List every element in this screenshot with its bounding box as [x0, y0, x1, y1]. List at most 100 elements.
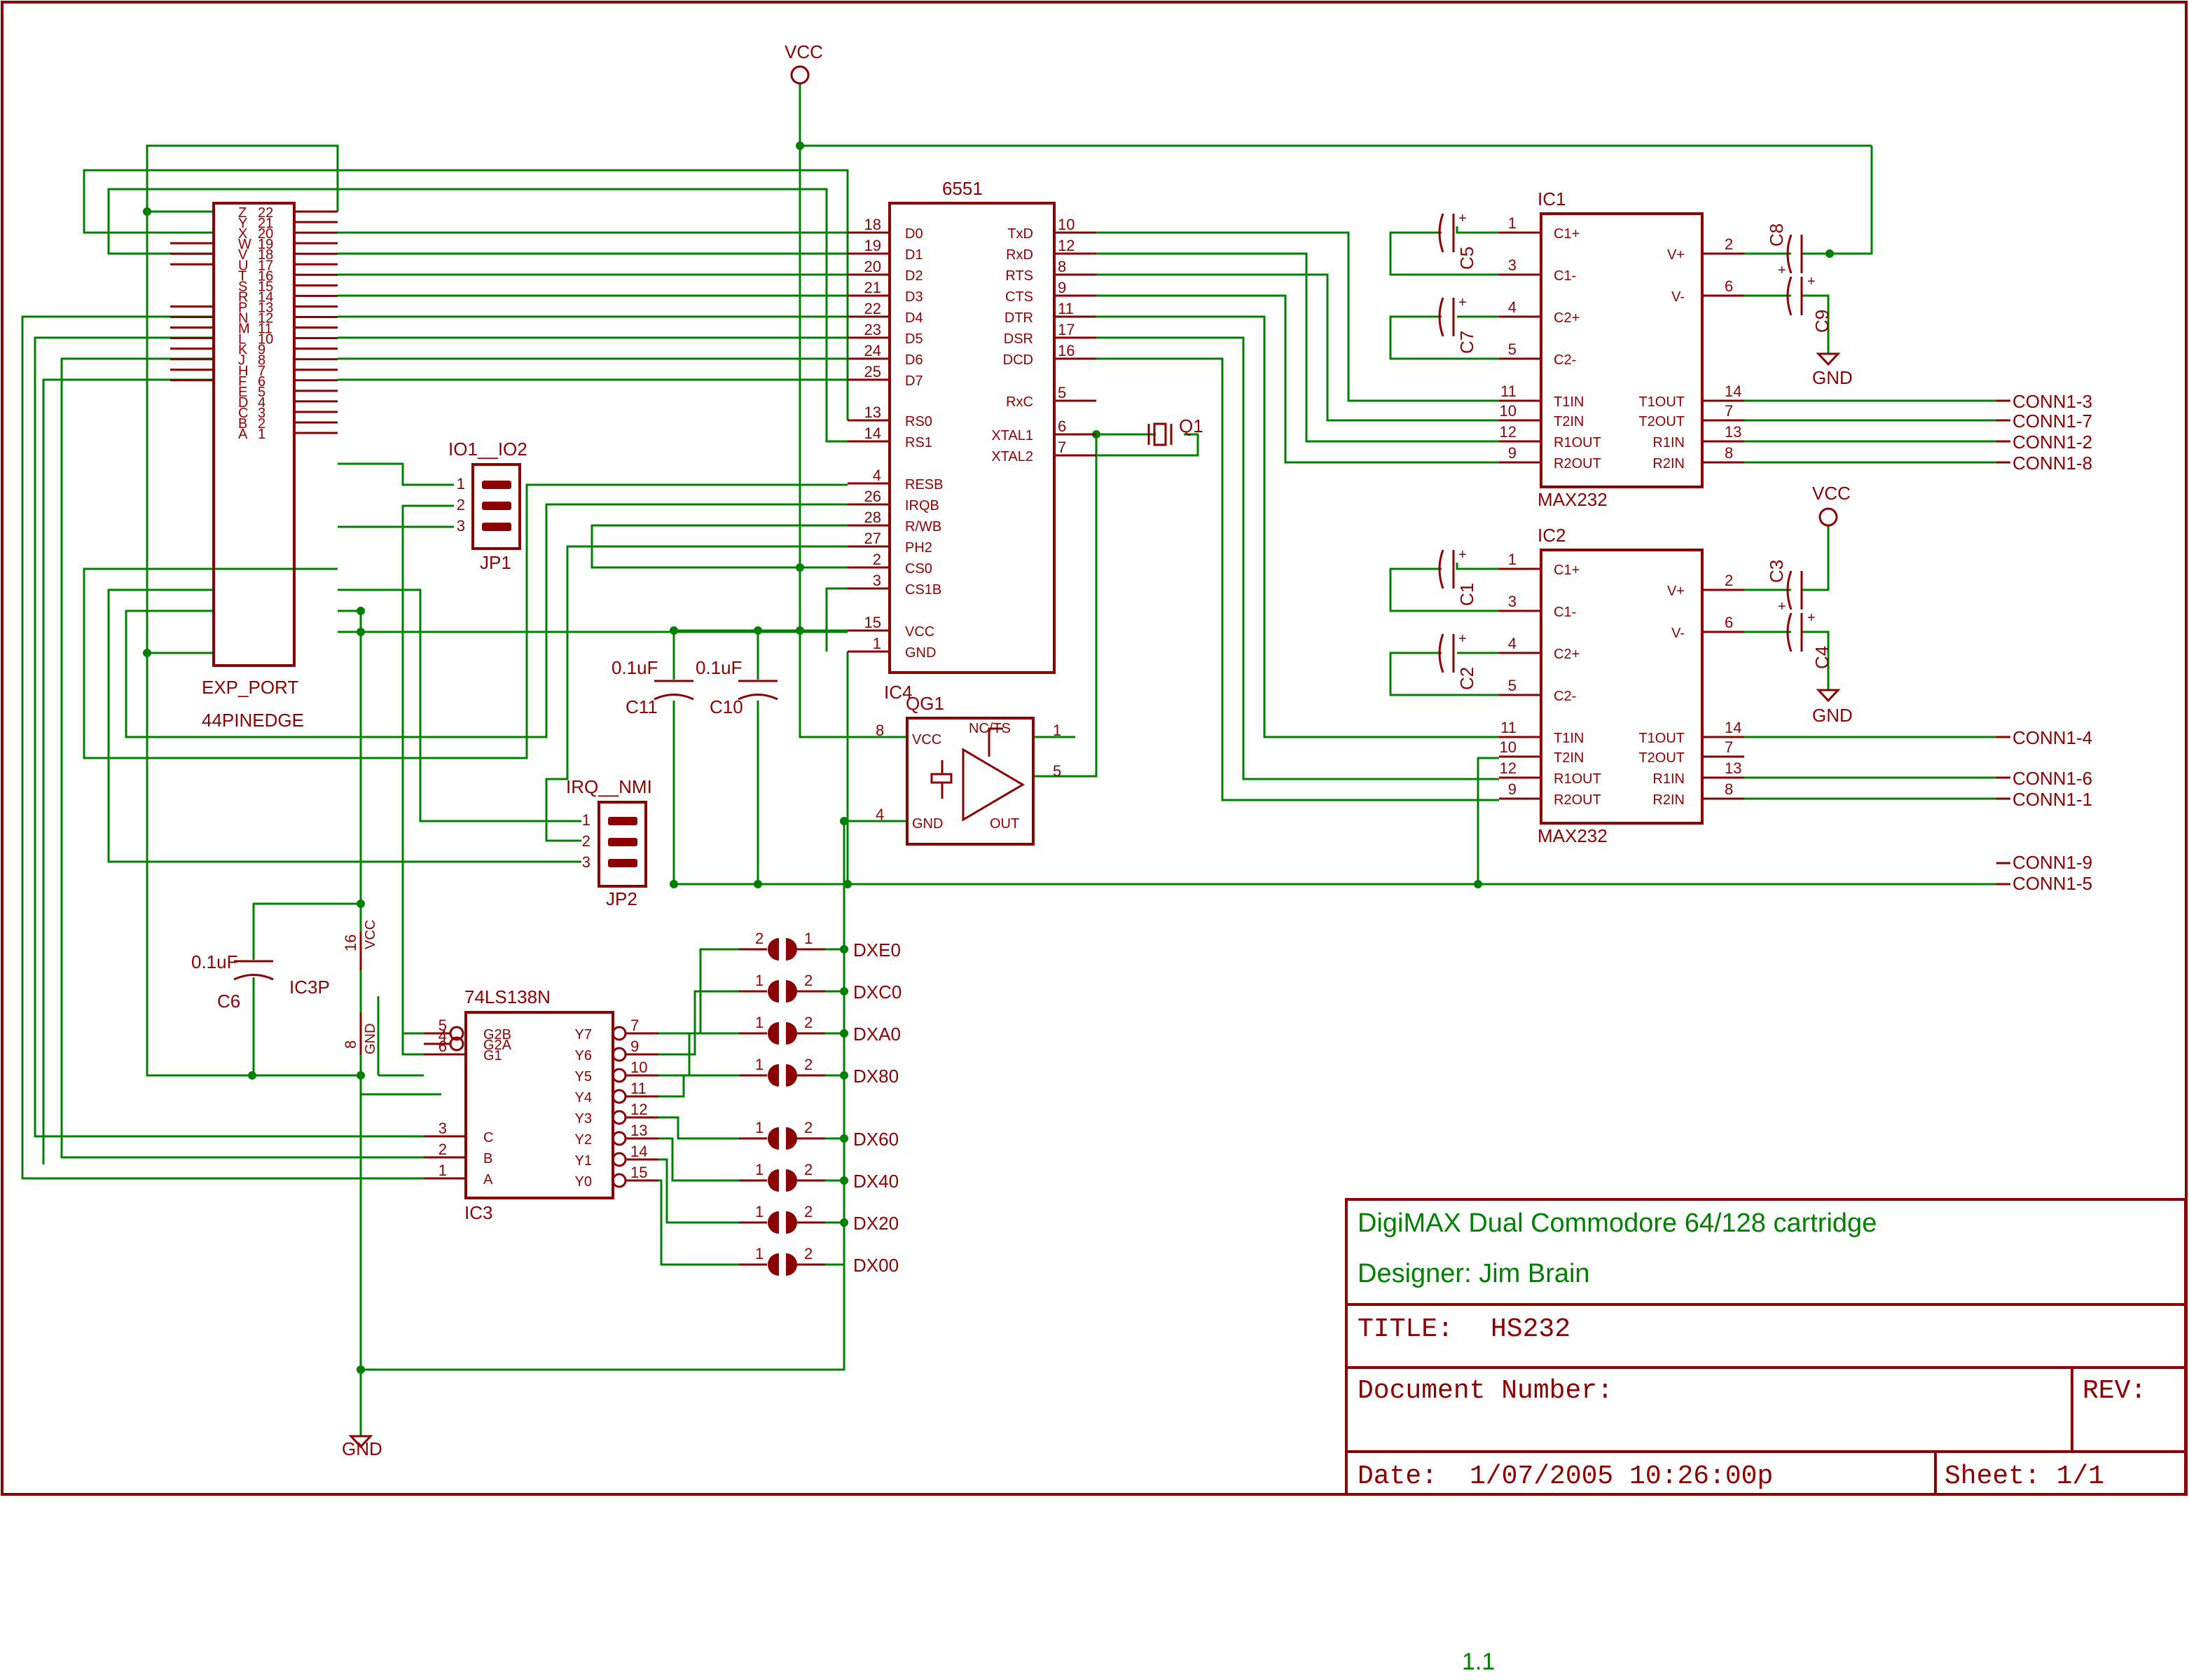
jp1-pin-number: 2	[457, 496, 465, 514]
exp-pin-number: 15	[258, 279, 273, 294]
junction-dot	[840, 987, 848, 996]
tb-designer: Designer: Jim Brain	[1358, 1259, 1590, 1288]
acia-pin-number: 7	[1058, 439, 1066, 456]
exp-pin-letter: N	[238, 311, 248, 326]
acia-pin-name: RxD	[1006, 247, 1033, 263]
tb-title-value: HS232	[1491, 1314, 1570, 1344]
title-block	[1345, 1198, 2187, 1496]
tb-doc-label: Document Number:	[1358, 1376, 1613, 1406]
gnd-symbol	[1816, 689, 1841, 703]
vplus-wire	[1802, 146, 1873, 255]
junction-dot	[1474, 880, 1482, 888]
osc-internal	[941, 727, 1003, 799]
solder-jumper-half	[768, 1211, 779, 1234]
decoder-pin-number: 3	[439, 1120, 447, 1137]
cap-name: C4	[1811, 646, 1832, 669]
decoder-pin-number: 13	[630, 1122, 647, 1139]
solder-jumper-half	[786, 938, 797, 961]
jp2-pin-number: 1	[582, 811, 591, 829]
decoder-pin-number: 15	[630, 1164, 647, 1181]
acia-pin-name: DTR	[1004, 310, 1033, 326]
exp-pin-number: 9	[258, 343, 265, 358]
jp1-pin	[482, 502, 511, 510]
decoder-pin-name: Y3	[575, 1111, 592, 1127]
decoder-inversion-bubble	[612, 1047, 627, 1062]
junction-dot	[357, 1071, 365, 1080]
max232-pin-number: 1	[1508, 214, 1517, 232]
exp-pin-number: 3	[258, 406, 265, 421]
solder-jumper-half	[786, 1253, 797, 1276]
oscillator-pin-5: 5	[1053, 762, 1061, 780]
decoder-inversion-bubble	[612, 1131, 627, 1146]
exp-pin-number: 5	[258, 385, 265, 400]
decoder-pin-number: 6	[439, 1038, 447, 1055]
exp-pin-letter: A	[238, 427, 248, 442]
solder-jumper-pin: 1	[755, 1056, 764, 1073]
max232-pin-name: T2OUT	[1638, 750, 1685, 766]
max232-pin-number: 2	[1725, 572, 1733, 589]
max232-pin-name: C1-	[1554, 605, 1576, 620]
max232-pin-name: T2OUT	[1638, 414, 1685, 429]
acia-pin-number: 28	[864, 509, 881, 526]
exp-pin-letter: B	[238, 416, 247, 432]
acia-pin-name: D5	[905, 331, 923, 347]
max232-pin-name: R1IN	[1652, 435, 1685, 450]
acia-pin-name: XTAL2	[991, 449, 1033, 464]
decoder-out-wire	[658, 1137, 739, 1182]
solder-jumper-half	[768, 1169, 779, 1192]
max232-pin-number: 1	[1508, 551, 1517, 568]
vcc-symbol	[1818, 507, 1838, 527]
resb-wire	[83, 483, 848, 759]
tb-project: DigiMAX Dual Commodore 64/128 cartridge	[1358, 1209, 1877, 1238]
max232-pin-name: T1IN	[1554, 731, 1584, 746]
c6-wire	[252, 902, 361, 960]
exp-pin-letter: P	[238, 300, 247, 315]
cap-wire	[1389, 652, 1499, 696]
cap-plate-curved	[1786, 612, 1793, 652]
max232-pin-name: R1OUT	[1554, 771, 1601, 787]
decoder-pin-name: Y4	[575, 1090, 592, 1106]
max232-pin-number: 11	[1500, 383, 1517, 400]
acia-pin-name: RS0	[905, 414, 932, 429]
max232-pin-name: T2IN	[1554, 750, 1584, 766]
max232-pin-name: C2+	[1554, 310, 1580, 326]
cap-polarity: +	[1458, 295, 1467, 310]
exp-pin-letter: Z	[238, 205, 247, 221]
junction-dot	[840, 1071, 848, 1080]
max232-pin-number: 10	[1500, 738, 1517, 756]
acia-pin-name: D2	[905, 268, 923, 284]
solder-jumper-pin: 1	[804, 930, 813, 947]
acia-pin-name: RxC	[1006, 394, 1033, 410]
exp-pin-letter: L	[238, 332, 246, 347]
decoder-pin-name: Y7	[575, 1027, 592, 1042]
conn-label: CONN1-6	[2012, 768, 2092, 789]
nmi-wire	[107, 588, 581, 863]
junction-dot	[1825, 249, 1834, 258]
acia-pin-number: 2	[873, 551, 881, 568]
max232-pin-number: 2	[1725, 235, 1733, 253]
sheet-frame	[1, 1, 2188, 1496]
max232-pin-name: C2-	[1554, 352, 1576, 368]
solder-jumper-pin: 1	[755, 1203, 764, 1220]
cap-polarity: +	[1778, 263, 1786, 278]
solder-jumper-label: DXC0	[853, 982, 902, 1003]
oscillator-pin-8: 8	[876, 722, 884, 739]
cap-name: C1	[1456, 583, 1477, 606]
exp-pin-letter: J	[238, 353, 245, 369]
crystal-name: Q1	[1179, 415, 1203, 436]
oscillator-body	[906, 717, 1035, 846]
solder-jumper-pin: 1	[755, 1014, 764, 1031]
acia-pin-number: 25	[864, 363, 881, 380]
oscillator-pin-out: OUT	[990, 816, 1019, 832]
jp1-pin	[482, 523, 511, 531]
decoder-pin-number: 11	[630, 1080, 647, 1097]
exp-pin-letter: V	[238, 247, 248, 263]
oscillator-pin-1: 1	[1053, 722, 1061, 739]
dtr-wire	[1096, 315, 1499, 738]
solder-jumper-label: DX00	[853, 1255, 899, 1276]
gnd-wire	[1802, 631, 1830, 690]
jp2-pin	[608, 859, 637, 867]
max232-pin-number: 14	[1725, 383, 1741, 400]
rs1-wire	[107, 188, 848, 443]
acia-pin-name: DSR	[1004, 331, 1033, 347]
